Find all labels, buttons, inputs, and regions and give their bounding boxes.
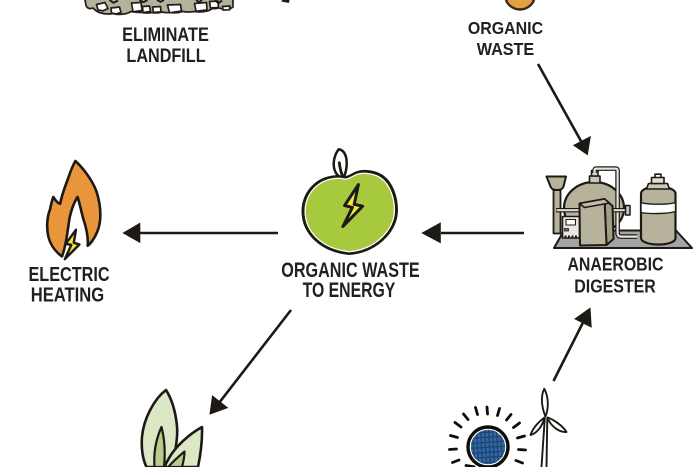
svg-text:ORGANIC: ORGANIC [468,18,543,38]
svg-text:WASTE: WASTE [477,39,535,59]
svg-text:HEATING: HEATING [31,283,104,306]
svg-text:ORGANIC WASTE: ORGANIC WASTE [281,259,420,283]
svg-text:LANDFILL: LANDFILL [126,45,205,67]
svg-text:ANAEROBIC: ANAEROBIC [567,253,663,274]
svg-text:TO ENERGY: TO ENERGY [303,279,396,303]
svg-text:ELECTRIC: ELECTRIC [28,263,109,285]
svg-text:ELIMINATE: ELIMINATE [122,24,209,46]
svg-text:DIGESTER: DIGESTER [574,275,656,296]
